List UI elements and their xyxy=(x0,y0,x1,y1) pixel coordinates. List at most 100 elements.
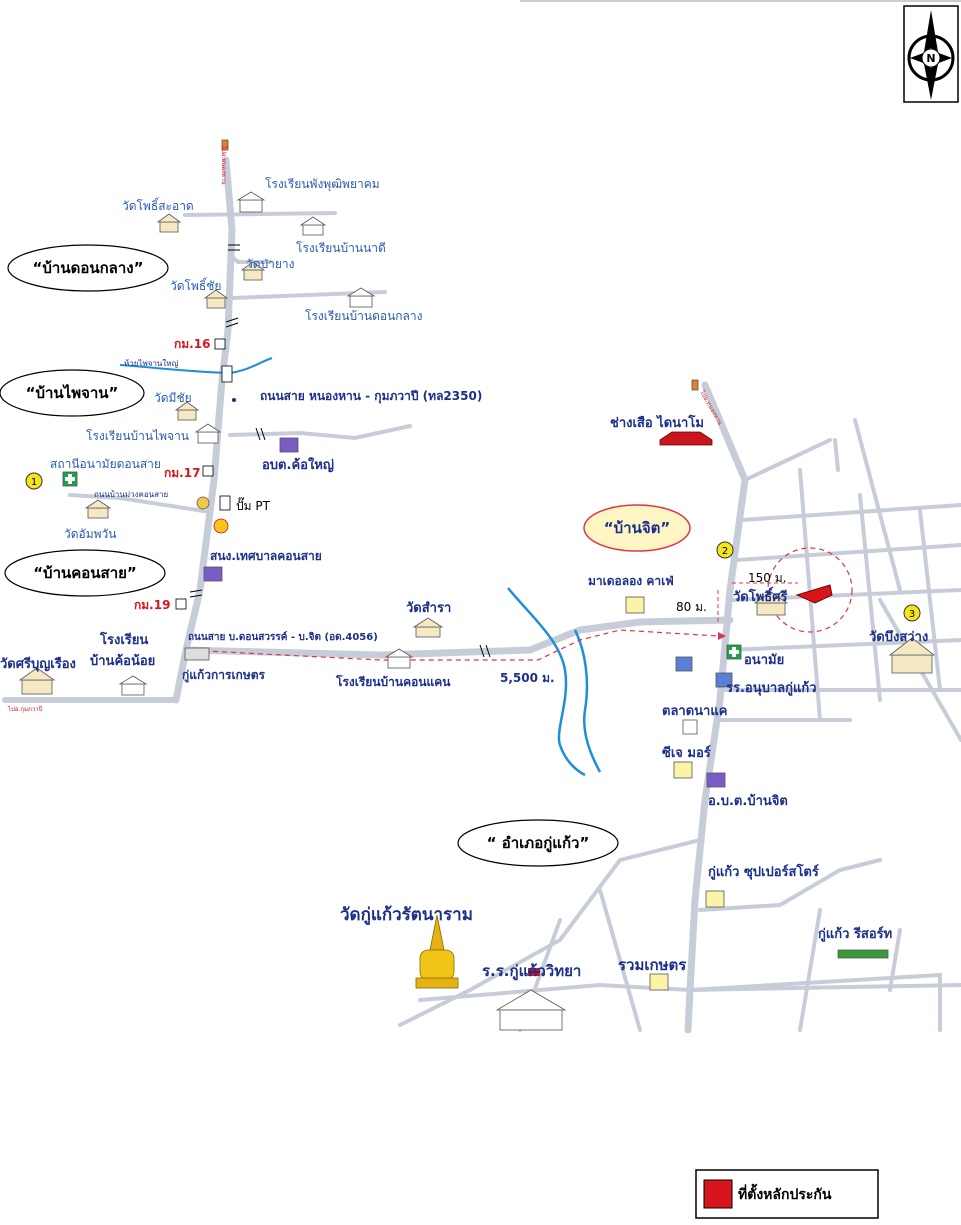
area-label-ban-chit: “บ้านจิต” xyxy=(583,504,691,552)
direction-arrow-icon xyxy=(691,379,699,391)
temple-icon xyxy=(84,499,112,519)
label-ruam-kaset: รวมเกษตร xyxy=(618,956,687,974)
school-icon xyxy=(194,423,222,444)
label-wat-ku-kaeo: วัดกู่แก้วรัตนาราม xyxy=(340,905,473,926)
label-rr-phai-chan: โรงเรียนบ้านไพจาน xyxy=(86,429,189,443)
label-to-kumphawapi: ไปอ.กุมภวาปี xyxy=(7,705,43,713)
gas-pump-icon xyxy=(219,495,231,511)
radius-circle xyxy=(767,547,853,633)
municipal-building-icon xyxy=(203,566,223,582)
school-icon xyxy=(299,216,327,236)
compass-rose: N xyxy=(903,5,959,103)
river-east-2 xyxy=(573,629,602,773)
label-cj: ซีเจ มอร์ xyxy=(662,745,711,761)
pin-2: 2 xyxy=(716,541,734,559)
area-phai-chan-text: “บ้านไพจาน” xyxy=(26,383,119,402)
label-km16: กม.16 xyxy=(174,337,210,351)
road-network xyxy=(2,156,961,1034)
label-dist-150: 150 ม. xyxy=(748,571,786,585)
area-don-klang-text: “บ้านดอนกลาง” xyxy=(33,259,144,277)
legend-box: ที่ตั้งหลักประกัน xyxy=(695,1169,879,1219)
label-super: กู่แก้ว ซุปเปอร์สโตร์ xyxy=(708,863,819,880)
direction-arrow-icon xyxy=(221,139,229,151)
label-health-station: สถานีอนามัยดอนสาย xyxy=(50,457,161,471)
stupa-icon xyxy=(415,914,459,989)
label-rr-khon-khaen: โรงเรียนบ้านคอนแคน xyxy=(335,674,451,689)
km-marker-icon xyxy=(214,338,226,350)
label-km17: กม.17 xyxy=(164,466,200,480)
building-icon xyxy=(675,656,693,672)
area-label-amphoe: “ อำเภอกู่แก้ว” xyxy=(457,819,619,867)
label-rr-don-klang: โรงเรียนบ้านดอนกลาง xyxy=(305,309,423,323)
temple-icon xyxy=(174,401,200,421)
area-khon-sai-text: “บ้านคอนสาย” xyxy=(33,564,137,582)
school-building-icon xyxy=(495,989,567,1031)
icon-layer xyxy=(18,139,936,1031)
label-wat-samra: วัดสำรา xyxy=(406,600,451,616)
area-label-khon-sai: “บ้านคอนสาย” xyxy=(4,549,166,597)
temple-icon xyxy=(753,591,789,616)
temple-icon xyxy=(18,667,56,695)
pin-2-number: 2 xyxy=(722,546,728,557)
pin-3-number: 3 xyxy=(909,609,915,620)
legend-swatch xyxy=(703,1179,733,1209)
health-cross-icon xyxy=(62,471,78,487)
health-cross-icon xyxy=(726,644,742,660)
school-icon xyxy=(346,287,376,308)
school-icon xyxy=(384,648,414,669)
pin-3: 3 xyxy=(903,604,921,622)
label-wat-phochai: วัดโพธิ์ชัย xyxy=(170,277,221,293)
label-wat-amphan: วัดอัมพวัน xyxy=(64,527,117,541)
km-marker-icon xyxy=(202,465,214,477)
temple-icon xyxy=(203,289,229,309)
label-rr-nadi: โรงเรียนบ้านนาดี xyxy=(296,241,386,255)
km-marker-icon xyxy=(175,598,187,610)
shop-icon xyxy=(196,496,210,510)
label-dist-5500: 5,500 ม. xyxy=(500,671,555,685)
temple-icon xyxy=(240,261,266,281)
temple-icon xyxy=(156,213,182,233)
label-pump-pt: ปั๊ม PT xyxy=(236,497,271,513)
pin-1: 1 xyxy=(25,472,43,490)
label-huai-phai-chan: ห้วยไพจานใหญ่ xyxy=(124,359,179,368)
label-ku-kaeo-kaset: กู่แก้วการเกษตร xyxy=(182,668,266,683)
label-rr-kho-noi-2: บ้านค้อน้อย xyxy=(90,653,155,669)
label-snong: สนง.เทศบาลคอนสาย xyxy=(210,549,322,563)
car-icon xyxy=(659,431,713,446)
area-amphoe-text: “ อำเภอกู่แก้ว” xyxy=(487,834,590,853)
temple-icon xyxy=(412,617,444,638)
shop-icon xyxy=(184,647,210,661)
label-road-4056: ถนนสาย บ.ดอนสวรรค์ - บ.จิต (อด.4056) xyxy=(188,631,378,643)
label-obt-kho-yai: อบต.ค้อใหญ่ xyxy=(262,456,334,473)
area-ban-chit-text: “บ้านจิต” xyxy=(604,519,670,537)
school-icon xyxy=(236,191,266,213)
road-main-nongkhan xyxy=(172,156,236,704)
label-to-top-left: ไปอ.หนองหาน xyxy=(220,145,228,184)
label-resort: กู่แก้ว รีสอร์ท xyxy=(818,926,892,942)
label-wat-phosaart: วัดโพธิ์สะอาด xyxy=(122,197,194,213)
label-dist-80: 80 ม. xyxy=(676,600,707,614)
building-icon xyxy=(715,672,733,688)
shell-logo-icon xyxy=(213,518,229,534)
shop-icon xyxy=(625,596,645,614)
label-wat-mi-chai: วัดมีชัย xyxy=(154,391,192,405)
area-label-phai-chan: “บ้านไพจาน” xyxy=(0,369,145,417)
obt-building-icon xyxy=(706,772,726,788)
label-obt-ban-chit: อ.บ.ต.บ้านจิต xyxy=(708,793,788,809)
river-east xyxy=(507,587,586,777)
label-wat-pa-yang: วัดป่ายาง xyxy=(246,257,295,271)
pin-1-number: 1 xyxy=(31,477,37,488)
road-4056 xyxy=(182,616,734,659)
market-icon xyxy=(682,719,698,735)
north-arrow-icon xyxy=(924,10,938,52)
label-anamai: อนามัย xyxy=(744,653,784,668)
legend-label: ที่ตั้งหลักประกัน xyxy=(738,1183,832,1203)
label-talat: ตลาดนาแค xyxy=(662,704,727,719)
road-east-main xyxy=(684,381,749,1034)
label-road-muang: ถนนบ้านม่วงคอนสาย xyxy=(94,490,168,499)
label-wat-phosi: วัดโพธิ์ศรี xyxy=(733,586,787,605)
school-icon xyxy=(118,675,148,696)
bridge-icon xyxy=(221,365,233,383)
collateral-location-marker xyxy=(795,584,833,604)
